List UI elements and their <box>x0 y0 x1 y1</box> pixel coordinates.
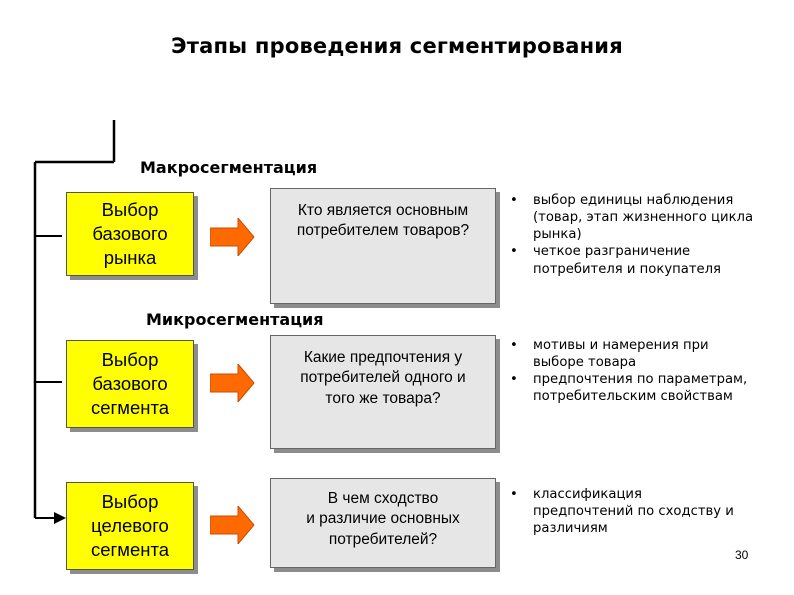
bullet-list-1: • выбор единицы наблюдения (товар, этап … <box>510 192 753 278</box>
bullet-item: • классификация предпочтений по сходству… <box>510 487 734 537</box>
question-line: потребителей? <box>328 530 438 548</box>
bullet-icon: • <box>510 338 518 353</box>
question-line: В чем сходство <box>327 490 439 507</box>
bullet-icon: • <box>510 244 518 260</box>
question-box-1: Кто является основным потребителем товар… <box>270 188 496 304</box>
stage-box-base-market: Выбор базового рынка <box>66 192 194 276</box>
stage-box-line: рынка <box>103 247 157 269</box>
bullet-icon: • <box>510 372 518 388</box>
bullet-icon: • <box>510 487 518 502</box>
micro-section-label: Микросегментация <box>146 310 324 329</box>
stage-box-line: Выбор <box>101 348 159 370</box>
bullet-item: • четкое разграничение потребителя и пок… <box>510 244 721 277</box>
bullet-list-3: • классификация предпочтений по сходству… <box>510 486 734 537</box>
stage-box-line: базового <box>92 222 168 244</box>
page-title: Этапы проведения сегментирования <box>171 34 623 58</box>
bullet-list-2: • мотивы и намерения при выборе товара •… <box>510 337 747 406</box>
bullet-item: • мотивы и намерения при выборе товара <box>510 338 709 371</box>
macro-section-label: Макросегментация <box>140 158 318 177</box>
stage-box-line: Выбор <box>101 198 159 220</box>
bullet-icon: • <box>510 193 518 208</box>
question-line: того же товара? <box>325 389 441 407</box>
stage-box-base-segment: Выбор базового сегмента <box>66 340 194 428</box>
stage-box-line: сегмента <box>90 539 170 561</box>
right-arrow-icon <box>210 506 255 544</box>
question-line: Кто является основным <box>297 202 469 219</box>
question-line: Какие предпочтения у <box>303 349 463 366</box>
right-arrow-icon <box>210 364 255 402</box>
question-box-3: В чем сходство и различие основных потре… <box>270 478 496 568</box>
stage-box-line: Выбор <box>101 490 159 512</box>
bullet-item: • предпочтения по параметрам, потребител… <box>510 372 748 405</box>
page-number: 30 <box>735 548 749 562</box>
bullet-item: • выбор единицы наблюдения (товар, этап … <box>510 193 754 243</box>
stage-box-target-segment: Выбор целевого сегмента <box>66 482 194 570</box>
arrowhead-icon <box>54 512 66 524</box>
right-arrow-icon <box>210 218 255 256</box>
stage-box-line: базового <box>92 372 168 394</box>
question-box-2: Какие предпочтения у потребителей одного… <box>270 335 496 449</box>
stage-box-line: целевого <box>91 514 169 536</box>
question-line: и различие основных <box>306 510 460 528</box>
question-line: потребителем товаров? <box>296 222 470 240</box>
stage-box-line: сегмента <box>90 397 170 419</box>
question-line: потребителей одного и <box>300 369 466 387</box>
